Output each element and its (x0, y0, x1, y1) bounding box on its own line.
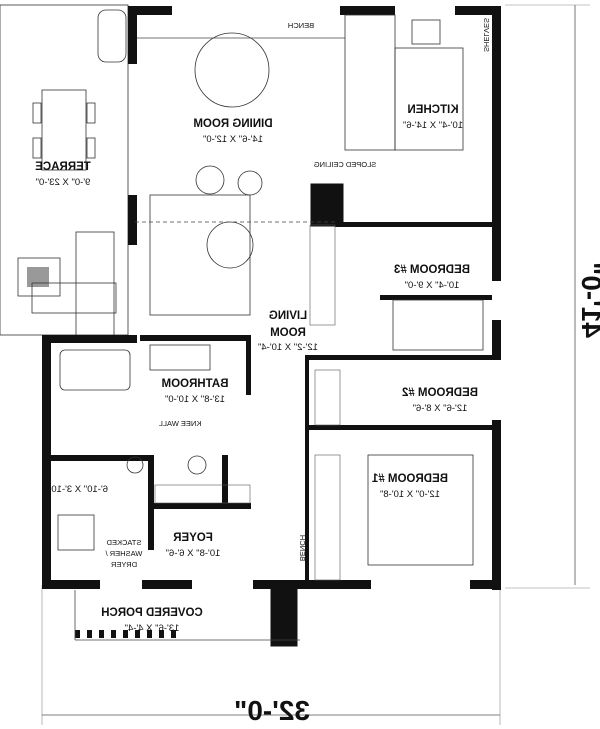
bedroom3-size: 10'-4" X 9'-0" (405, 280, 460, 291)
bedroom1-size: 12'-0" X 10'-8" (380, 489, 440, 500)
kitchen-size: 10'-4" X 14'-6" (403, 120, 463, 131)
width-dimension: 32'-0" (234, 695, 310, 726)
washer-line-2: WASHER / (105, 549, 143, 558)
bedroom2-name: BEDROOM #2 (402, 387, 478, 399)
terrace-size: 9'-0" X 23'-0" (36, 177, 91, 188)
bathroom-name: BATHROOM (162, 378, 229, 390)
terrace-name: TERRACE (35, 161, 91, 173)
furniture (57, 14, 484, 641)
dining-room-size: 14'-6" X 12'-0" (203, 134, 263, 145)
living-room-size: 12'-2" X 10'-4" (258, 342, 318, 353)
room-labels: DINING ROOM 14'-6" X 12'-0" KITCHEN 10'-4"… (35, 18, 600, 726)
kitchen-name: KITCHEN (407, 104, 458, 116)
bedroom2-size: 12'-6" X 8'-6" (413, 403, 468, 414)
dimension-lines (41, 4, 590, 725)
washer-line-1: STACKED (106, 538, 141, 547)
porch-posts (75, 630, 176, 638)
laundry-size: 6'-10" X 3'-10" (48, 484, 108, 495)
shelves-kitchen: SHELVES (482, 18, 491, 52)
living-room-name-2: ROOM (270, 327, 306, 339)
bench-dining: BENCH (288, 21, 314, 30)
foyer-size: 10'-8" X 6'-6" (166, 548, 221, 559)
sloped-ceiling-note: SLOPED CEILING (314, 160, 377, 169)
bathroom-size: 13'-8" X 10'-0" (165, 394, 225, 405)
walls (42, 6, 501, 647)
living-room-name-1: LIVING (269, 310, 307, 322)
bedroom1-name: BEDROOM #1 (371, 473, 448, 485)
laundry-shelves: SHELVES (63, 454, 97, 463)
bedroom3-name: BEDROOM #3 (394, 264, 470, 276)
washer-line-3: DRYER (110, 560, 137, 569)
terrace-furniture (17, 9, 127, 343)
depth-dimension: 41'-0" (576, 262, 600, 338)
porch-size: 13'-6" X 4'-4" (125, 623, 180, 634)
bench-foyer: BENCH (298, 535, 307, 561)
foyer-name: FOYER (173, 532, 213, 544)
knee-wall-note: KNEE WALL (159, 419, 202, 428)
dining-room-name: DINING ROOM (193, 118, 272, 130)
porch-name: COVERED PORCH (101, 607, 203, 619)
